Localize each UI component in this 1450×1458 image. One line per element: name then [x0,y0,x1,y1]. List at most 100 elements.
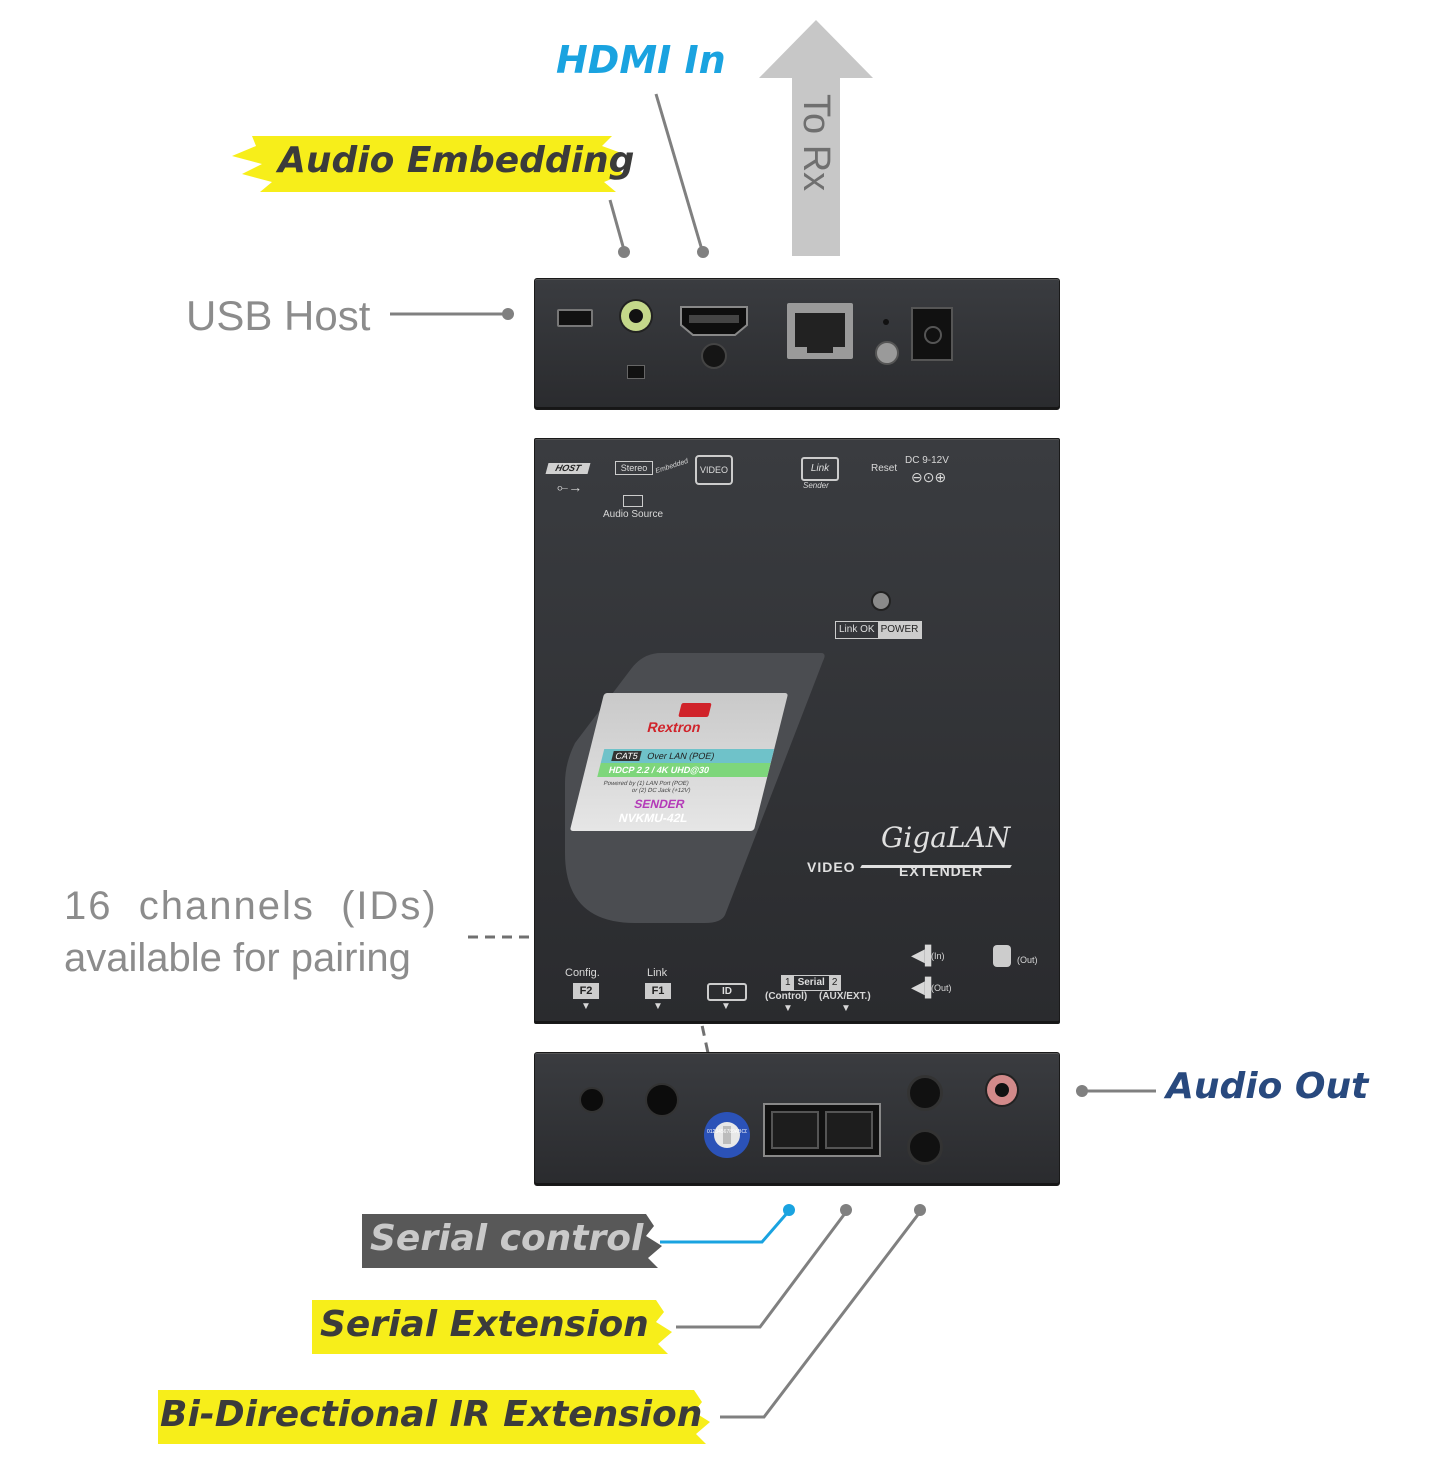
hdmi-screw [701,343,727,369]
id-rotary-dial[interactable] [703,1111,751,1159]
serial-2-text: 2 [828,976,841,990]
serial-ports [763,1103,881,1157]
f2-arrow-icon: ▼ [581,1001,591,1012]
f2-button[interactable] [579,1087,605,1113]
ir-in-text: (In) [931,951,945,961]
serial-port-1 [771,1111,819,1149]
link-badge: Link [801,457,839,481]
ir-extension-label: Bi-Directional IR Extension [160,1394,703,1435]
usb-symbol-icon: ⟜→ [557,479,583,495]
audio-embedding-label: Audio Embedding [278,140,635,181]
gigalan-logo: GigaLAN [881,821,1011,854]
ir-out-jack [907,1129,943,1165]
audio-out-jack [987,1075,1017,1105]
ir-in-jack [907,1075,943,1111]
hdmi-port [680,306,748,336]
usb-mini-port [557,309,593,327]
f1-badge: F1 [645,983,671,999]
f1-button[interactable] [645,1083,679,1117]
to-rx-arrow [759,20,873,256]
status-led [883,319,889,325]
rextron-logo-icon [678,703,712,717]
host-tag: HOST [545,463,591,474]
serial-extension-dot [840,1204,852,1216]
powered-text-1: Powered by (1) LAN Port (POE) [602,781,690,787]
id-dial-digits: 0123456789ABCDEF [707,1129,747,1135]
embedded-text: Embedded [654,457,690,476]
cat5-text: CAT5 [611,751,643,761]
hdcp-band: HDCP 2.2 / 4K UHD@30 [597,763,771,777]
ir-out-text: (Out) [931,983,952,993]
rear-panel: 0123456789ABCDEF [534,1052,1060,1186]
aux-text: (AUX/EXT.) [819,991,871,1002]
dc-polarity-icon: ⊖⊙⊕ [911,469,947,485]
id-arrow-icon: ▼ [721,1001,731,1012]
audio-out-dot [1076,1085,1088,1097]
front-panel [534,278,1060,410]
config-text: Config. [565,967,600,979]
ir-extension-leader [720,1211,922,1419]
sender-text: Sender [803,481,829,490]
dc-power-jack [911,307,953,361]
top-panel: HOST ⟜→ Stereo Embedded VIDEO Audio Sour… [534,438,1060,1024]
serial-control-tag-bg [362,1214,662,1268]
microphone-icon [993,945,1011,967]
power-led [873,593,889,609]
audio-source-text: Audio Source [603,509,664,520]
lan-port [787,303,853,359]
link-ok-power-box: Link OK POWER [835,621,923,639]
hdmi-in-dot [697,246,709,258]
serial-extension-leader [676,1211,848,1329]
hdmi-in-leader [654,93,704,251]
audio-in-jack [621,301,651,331]
audio-source-switch[interactable] [627,365,645,379]
logo-extender-text: EXTENDER [899,863,984,879]
usb-host-label: USB Host [186,292,371,339]
serial-port-2 [825,1111,873,1149]
model-number: NVKMU-42L [617,811,690,825]
audio-out-port-text: (Out) [1017,955,1038,965]
logo-video-text: VIDEO [807,859,856,875]
serial-extension-tag-bg [312,1300,672,1354]
hdmi-in-label: HDMI In [556,38,726,82]
serial-control-leader [660,1211,790,1244]
control-text: (Control) [765,991,808,1002]
sender-label: SENDER [632,797,687,811]
product-label: Rextron CAT5 Over LAN (POE) HDCP 2.2 / 4… [569,693,789,831]
to-rx-label: To Rx [795,94,837,192]
ir-in-icon: ◀▌ [911,945,938,965]
stereo-tag: Stereo [615,461,653,475]
video-badge: VIDEO [695,455,733,485]
audio-out-label: Audio Out [1166,1066,1369,1107]
serial-header: 1 Serial 2 [781,975,842,991]
reset-button[interactable] [875,341,899,365]
link-ok-text: Link OK [839,624,875,635]
id-badge: ID [707,983,747,1001]
ir-out-icon: ◀▌ [911,977,938,997]
audio-embedding-tag-bg [232,136,624,192]
audio-embedding-leader [608,199,626,251]
ir-extension-tag-bg [158,1390,710,1444]
link-btn-text: Link [647,967,668,979]
channels-label-line2: available for pairing [64,936,411,980]
usb-host-dot [502,308,514,320]
dc-text: DC 9-12V [905,455,949,466]
over-lan-text: Over LAN (POE) [646,751,716,761]
serial-control-label: Serial control [370,1218,644,1259]
serial-1-text: 1 [782,976,794,990]
audio-source-switch-icon [623,495,643,507]
serial-extension-label: Serial Extension [320,1304,649,1345]
serial2-arrow-icon: ▼ [841,1003,851,1014]
serial-text: Serial [797,977,825,988]
f2-badge: F2 [573,983,599,999]
serial1-arrow-icon: ▼ [783,1003,793,1014]
serial-control-dot [783,1204,795,1216]
cat5-band: CAT5 Over LAN (POE) [600,749,775,763]
brand-text: Rextron [645,719,703,735]
power-text: POWER [877,622,922,638]
channels-label-line1: 16 channels (IDs) [64,884,438,928]
reset-text: Reset [871,463,898,474]
ir-extension-dot [914,1204,926,1216]
f1-arrow-icon: ▼ [653,1001,663,1012]
powered-text-2: or (2) DC Jack (+12V) [631,788,692,794]
